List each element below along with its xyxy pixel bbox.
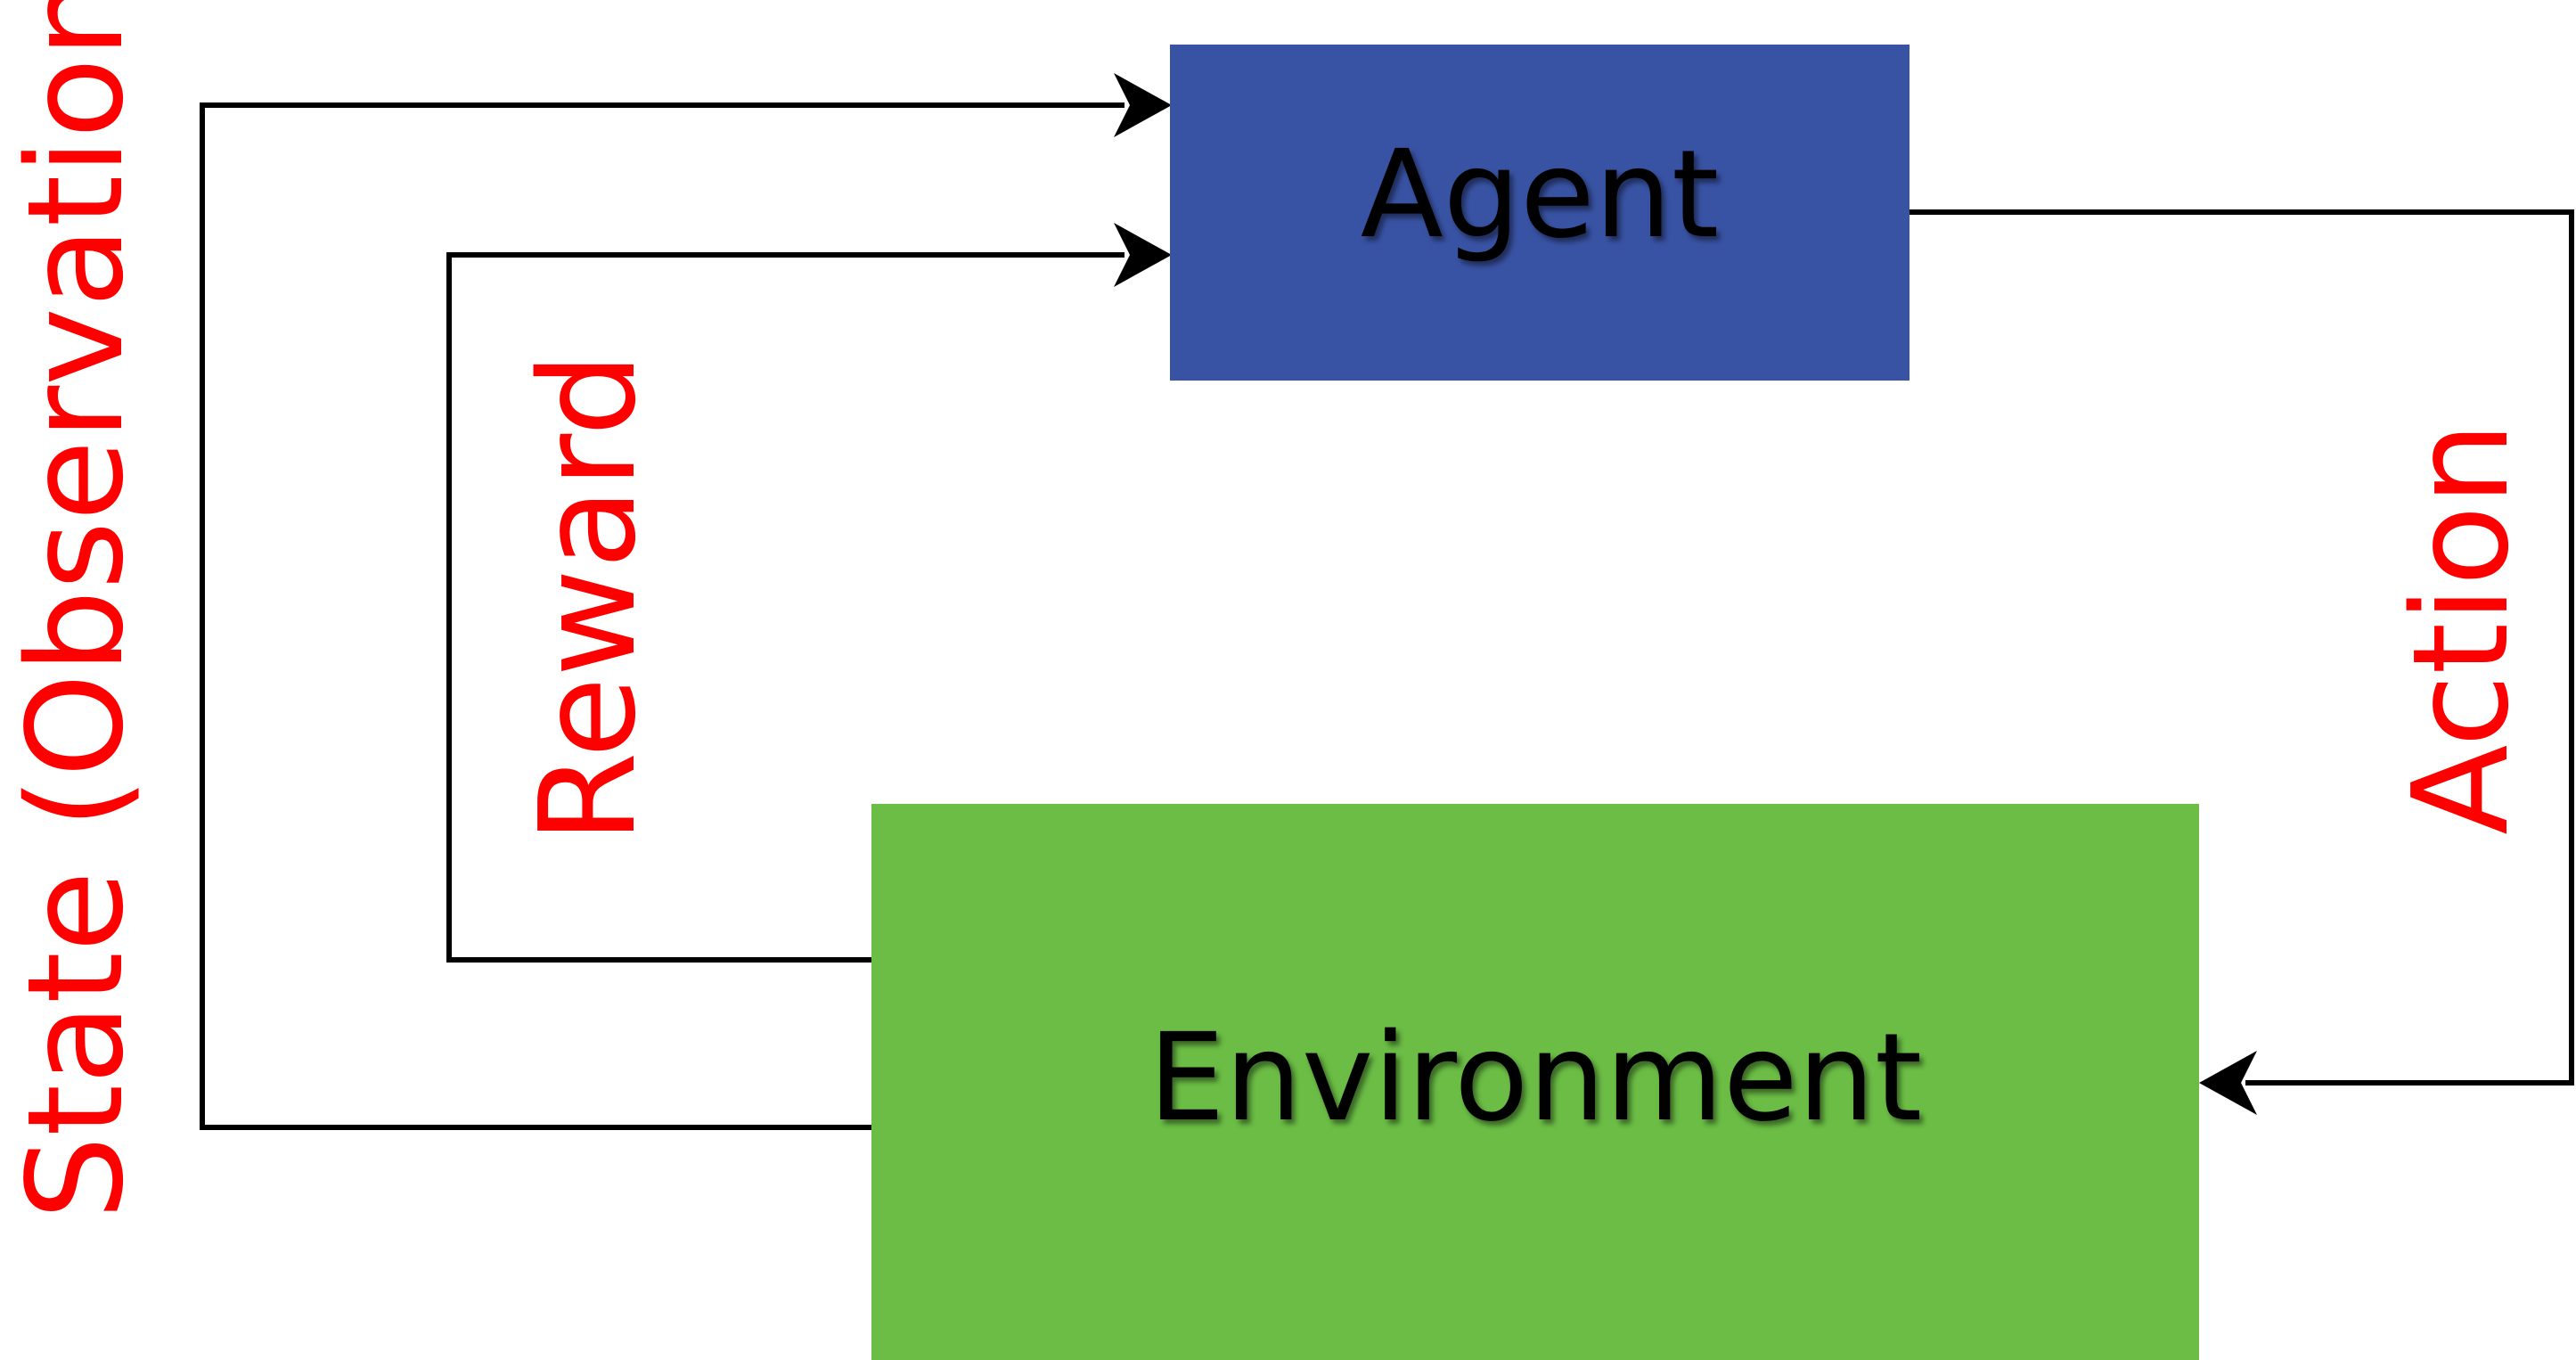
environment-label: Environment — [1148, 1008, 1923, 1149]
reward-arrowhead — [1114, 223, 1172, 287]
reward-label: Reward — [511, 352, 665, 844]
state-observation-label: State (Observation) — [0, 0, 152, 1220]
environment-node: Environment — [871, 804, 2199, 1360]
state-arrowhead — [1114, 73, 1172, 137]
action-label: Action — [2384, 422, 2538, 835]
action-arrowhead — [2199, 1051, 2257, 1115]
state-connector — [200, 102, 1124, 1130]
agent-label: Agent — [1360, 124, 1720, 266]
reward-connector — [446, 252, 1124, 963]
action-connector — [1910, 209, 2574, 1086]
agent-node: Agent — [1170, 45, 1910, 381]
